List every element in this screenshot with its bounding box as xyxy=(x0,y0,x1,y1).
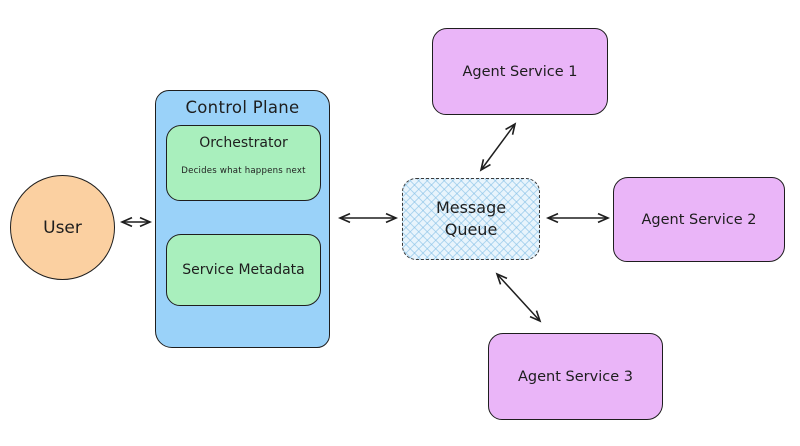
arrow-message-queue-agent-3 xyxy=(495,272,542,323)
node-service-metadata: Service Metadata xyxy=(166,234,321,306)
node-agent-service-1: Agent Service 1 xyxy=(432,28,608,115)
user-label: User xyxy=(43,217,82,238)
service-metadata-title: Service Metadata xyxy=(182,262,305,278)
node-orchestrator: Orchestrator Decides what happens next xyxy=(166,125,321,201)
agent-service-3-label: Agent Service 3 xyxy=(518,368,633,385)
node-control-plane: Control Plane Orchestrator Decides what … xyxy=(155,90,330,348)
node-user: User xyxy=(10,175,115,280)
orchestrator-subtitle: Decides what happens next xyxy=(181,166,306,176)
node-message-queue: Message Queue xyxy=(402,178,540,260)
node-agent-service-3: Agent Service 3 xyxy=(488,333,663,420)
orchestrator-title: Orchestrator xyxy=(199,135,288,151)
agent-service-2-label: Agent Service 2 xyxy=(641,211,757,228)
message-queue-label: Message Queue xyxy=(435,198,512,239)
node-agent-service-2: Agent Service 2 xyxy=(613,177,785,262)
agent-service-1-label: Agent Service 1 xyxy=(462,63,578,80)
control-plane-title: Control Plane xyxy=(185,98,300,117)
arrow-message-queue-agent-1 xyxy=(479,122,517,172)
